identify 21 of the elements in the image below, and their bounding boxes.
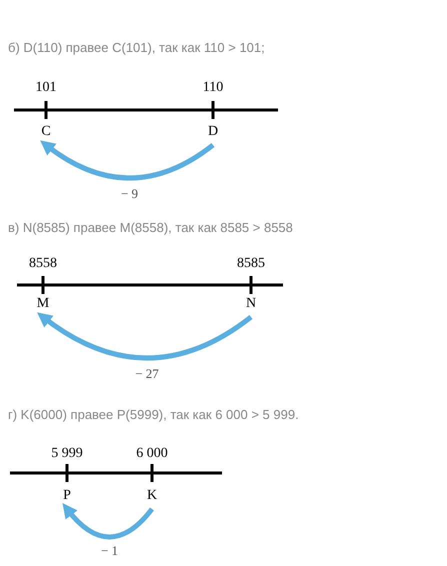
arc-arrow [36,312,252,360]
task-text: в) N(8585) правее M(8558), так как 8585 > 8558 [8,220,293,235]
task-text: г) K(6000) правее P(5999), так как 6 000 > 5 999. [8,407,299,422]
point-label: N [241,296,261,312]
tick-value: 6 000 [136,446,168,462]
tick-value: 8558 [29,256,57,272]
tick-value: 110 [202,80,224,96]
point-label: D [203,124,223,140]
arc-arrow [62,503,154,540]
edge-label: − 1 [98,543,120,558]
point-label: C [36,124,56,140]
tick-value: 5 999 [51,446,83,462]
tick-value: 8585 [237,256,265,272]
task-text: б) D(110) правее C(101), так как 110 > 101; [8,40,265,55]
arc-arrow [40,140,214,180]
edge-label: − 9 [118,186,140,201]
point-label: K [142,488,162,504]
point-label: M [33,296,53,312]
point-label: P [57,488,77,504]
edge-label: − 27 [133,366,161,381]
tick-value: 101 [36,80,56,96]
